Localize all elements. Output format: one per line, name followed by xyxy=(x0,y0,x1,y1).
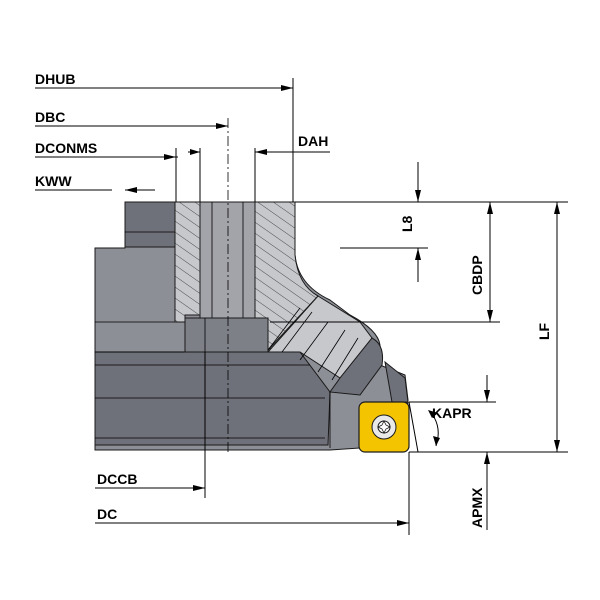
dimension-lines xyxy=(35,78,568,535)
label-dc: DC xyxy=(97,506,117,522)
label-dconms: DCONMS xyxy=(35,140,97,156)
flute-faces xyxy=(266,295,409,448)
hub-section xyxy=(174,201,319,353)
label-dhub: DHUB xyxy=(35,71,75,87)
label-kapr: KAPR xyxy=(432,405,472,421)
cutting-insert xyxy=(358,401,410,453)
label-dah: DAH xyxy=(298,133,328,149)
label-kww: KWW xyxy=(35,173,72,189)
label-l8: L8 xyxy=(399,215,415,232)
label-dbc: DBC xyxy=(35,109,65,125)
label-dccb: DCCB xyxy=(97,471,137,487)
torx-screw-icon xyxy=(371,414,397,440)
label-lf: LF xyxy=(536,322,552,340)
label-apmx: APMX xyxy=(469,487,485,528)
label-cbdp: CBDP xyxy=(469,255,485,295)
dimension-labels: DHUB DBC DCONMS KWW DAH L8 CBDP LF KAPR … xyxy=(35,71,552,528)
